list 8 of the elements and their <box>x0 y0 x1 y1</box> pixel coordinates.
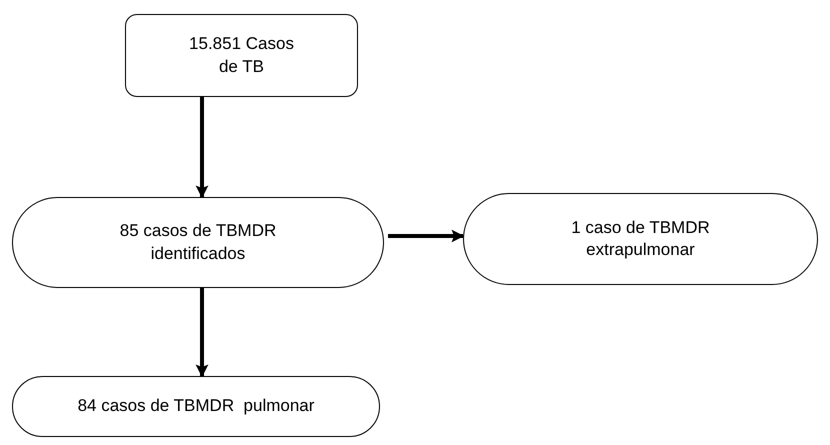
process-box <box>125 14 358 97</box>
arrow <box>196 97 208 198</box>
node-label: 15.851 Casos de TB <box>188 33 295 78</box>
node-label: 84 casos de TBMDR pulmonar <box>78 395 314 418</box>
node-label: 1 caso de TBMDR extrapulmonar <box>570 216 711 261</box>
node-label: 85 casos de TBMDR identificados <box>118 220 278 264</box>
arrow <box>196 288 208 378</box>
arrow <box>388 230 464 242</box>
